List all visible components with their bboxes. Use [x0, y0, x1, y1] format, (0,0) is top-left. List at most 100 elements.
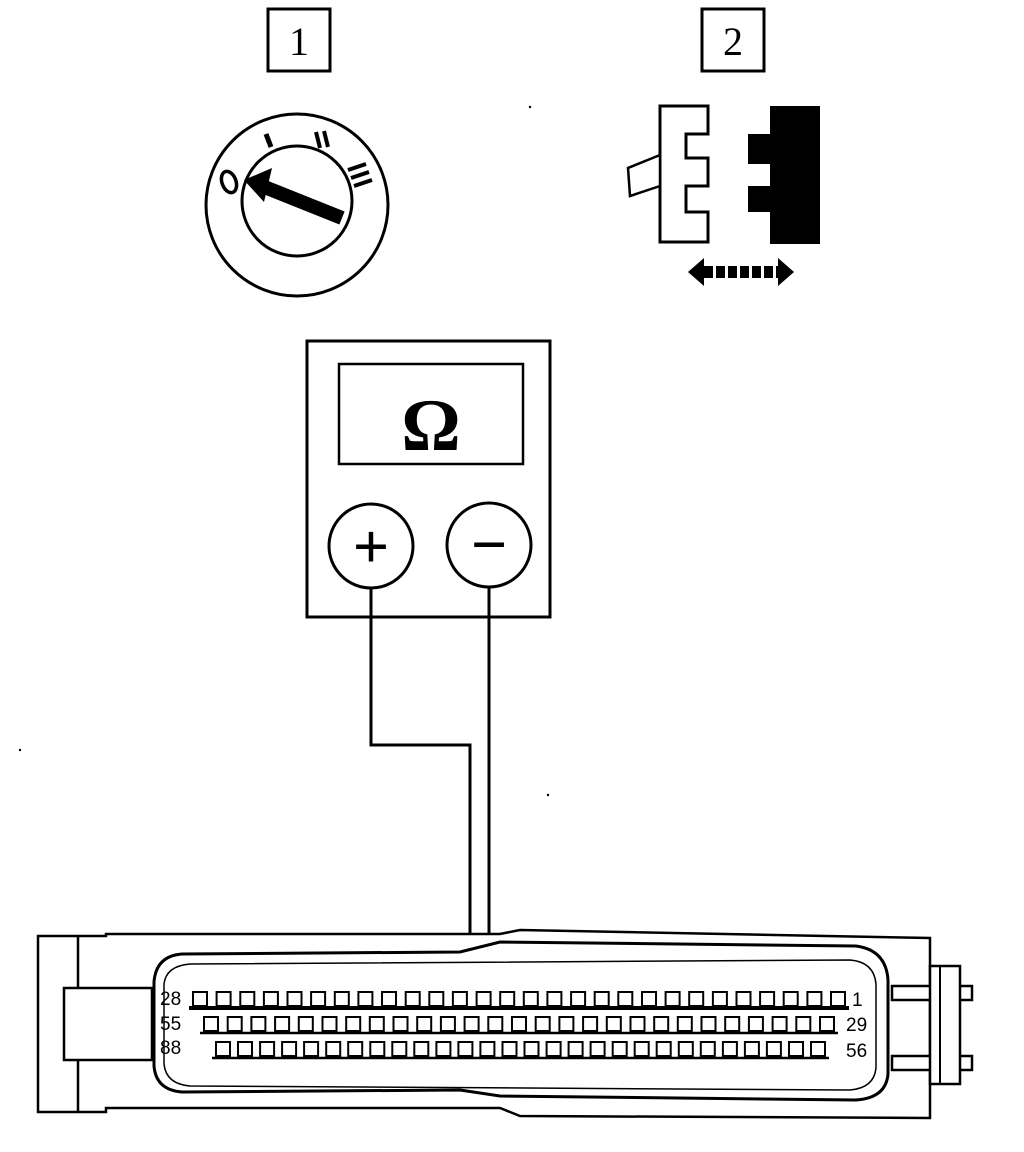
svg-text:2: 2	[723, 19, 743, 64]
connector-pin	[605, 1016, 622, 1032]
negative-terminal: −	[445, 501, 533, 589]
ecu-connector: 28 55 88 1 29 56	[36, 928, 974, 1120]
connector-pin	[653, 1016, 670, 1032]
connector-pin	[226, 1016, 243, 1032]
connector-pin	[369, 1041, 386, 1057]
connector-pin	[830, 991, 846, 1007]
connector-pin	[534, 1016, 551, 1032]
connector-pin	[439, 1016, 456, 1032]
connector-socket	[748, 106, 820, 244]
connector-pin	[435, 1041, 452, 1057]
connector-pin	[345, 1016, 362, 1032]
connector-pin	[617, 991, 634, 1007]
connector-pin	[479, 1041, 496, 1057]
ignition-position-1	[263, 133, 274, 148]
connector-pin	[747, 1016, 764, 1032]
connector-pin	[413, 1041, 430, 1057]
connector-pin	[347, 1041, 364, 1057]
connector-pin	[546, 991, 563, 1007]
connector-pin	[724, 1016, 741, 1032]
connector-pin	[795, 1016, 812, 1032]
connector-pin	[558, 1016, 575, 1032]
connector-pin	[629, 1016, 646, 1032]
meter-display	[337, 362, 525, 466]
connector-pin	[457, 1041, 474, 1057]
connector-pin	[404, 991, 421, 1007]
connector-pin	[641, 991, 657, 1007]
connector-pin	[274, 1016, 291, 1032]
connector-pin	[259, 1041, 276, 1057]
connector-pin	[303, 1041, 320, 1057]
connector-pin	[743, 1041, 760, 1057]
ohmmeter: Ω + −	[305, 339, 552, 619]
connector-pin	[676, 1016, 693, 1032]
minus-icon: −	[471, 509, 507, 580]
step-1-label: 1	[266, 7, 332, 73]
connector-pin	[463, 1016, 480, 1032]
connector-latch-left	[62, 986, 154, 1062]
connector-pin	[321, 1016, 338, 1032]
connector-pin	[582, 1016, 599, 1032]
step-2-label: 2	[700, 7, 766, 73]
connector-disconnect-icon	[626, 104, 820, 286]
connector-pin	[281, 1041, 298, 1057]
connector-pin	[501, 1041, 518, 1057]
connector-pin	[357, 991, 374, 1007]
connector-pin	[570, 991, 587, 1007]
connector-pin	[391, 1041, 408, 1057]
connector-wire	[626, 153, 662, 198]
connector-pin	[545, 1041, 562, 1057]
connector-pin	[239, 991, 256, 1007]
connector-pin	[771, 1016, 788, 1032]
connector-pin	[567, 1041, 584, 1057]
pin-label-29: 29	[846, 1015, 867, 1036]
connector-pin	[735, 991, 752, 1007]
connector-pin	[499, 991, 516, 1007]
connector-pin	[688, 991, 705, 1007]
connector-clip-right	[890, 964, 974, 1086]
connector-pin	[286, 991, 303, 1007]
connector-pin	[699, 1041, 716, 1057]
connector-pin	[451, 991, 468, 1007]
ignition-position-3	[347, 162, 373, 188]
connector-pin	[788, 1041, 804, 1057]
positive-lead	[369, 588, 472, 1026]
connector-pin	[522, 991, 539, 1007]
positive-terminal: +	[327, 502, 415, 590]
connector-pin	[428, 991, 445, 1007]
pin-label-56: 56	[846, 1041, 867, 1062]
connector-pin	[416, 1016, 433, 1032]
connector-pin	[297, 1016, 314, 1032]
plus-icon: +	[353, 511, 389, 582]
svg-text:1: 1	[289, 19, 309, 64]
connector-pin	[237, 1041, 253, 1057]
connector-pin	[192, 991, 208, 1007]
connector-pin	[381, 991, 397, 1007]
ignition-position-2	[314, 130, 330, 149]
connector-pin	[677, 1041, 694, 1057]
double-arrow-icon	[688, 258, 794, 286]
connector-pin	[487, 1016, 504, 1032]
connector-pin	[759, 991, 776, 1007]
connector-pin	[765, 1041, 782, 1057]
pin-rows	[189, 991, 849, 1060]
connector-pin	[721, 1041, 738, 1057]
connector-pin	[215, 1041, 231, 1057]
speck	[546, 793, 550, 797]
key-arrow-head	[244, 168, 272, 202]
connector-pin	[203, 1016, 219, 1032]
connector-pin	[633, 1041, 650, 1057]
connector-pin	[806, 991, 823, 1007]
connector-pin	[511, 1016, 527, 1032]
connector-pin	[655, 1041, 672, 1057]
ignition-switch-icon	[204, 112, 390, 298]
connector-pin	[523, 1041, 540, 1057]
pin-label-88: 88	[160, 1038, 181, 1059]
pin-label-55: 55	[160, 1014, 181, 1035]
ohm-symbol: Ω	[401, 385, 460, 467]
speck	[528, 105, 532, 109]
connector-pin	[819, 1016, 835, 1032]
connector-plug	[658, 104, 710, 244]
connector-pin	[810, 1041, 826, 1057]
